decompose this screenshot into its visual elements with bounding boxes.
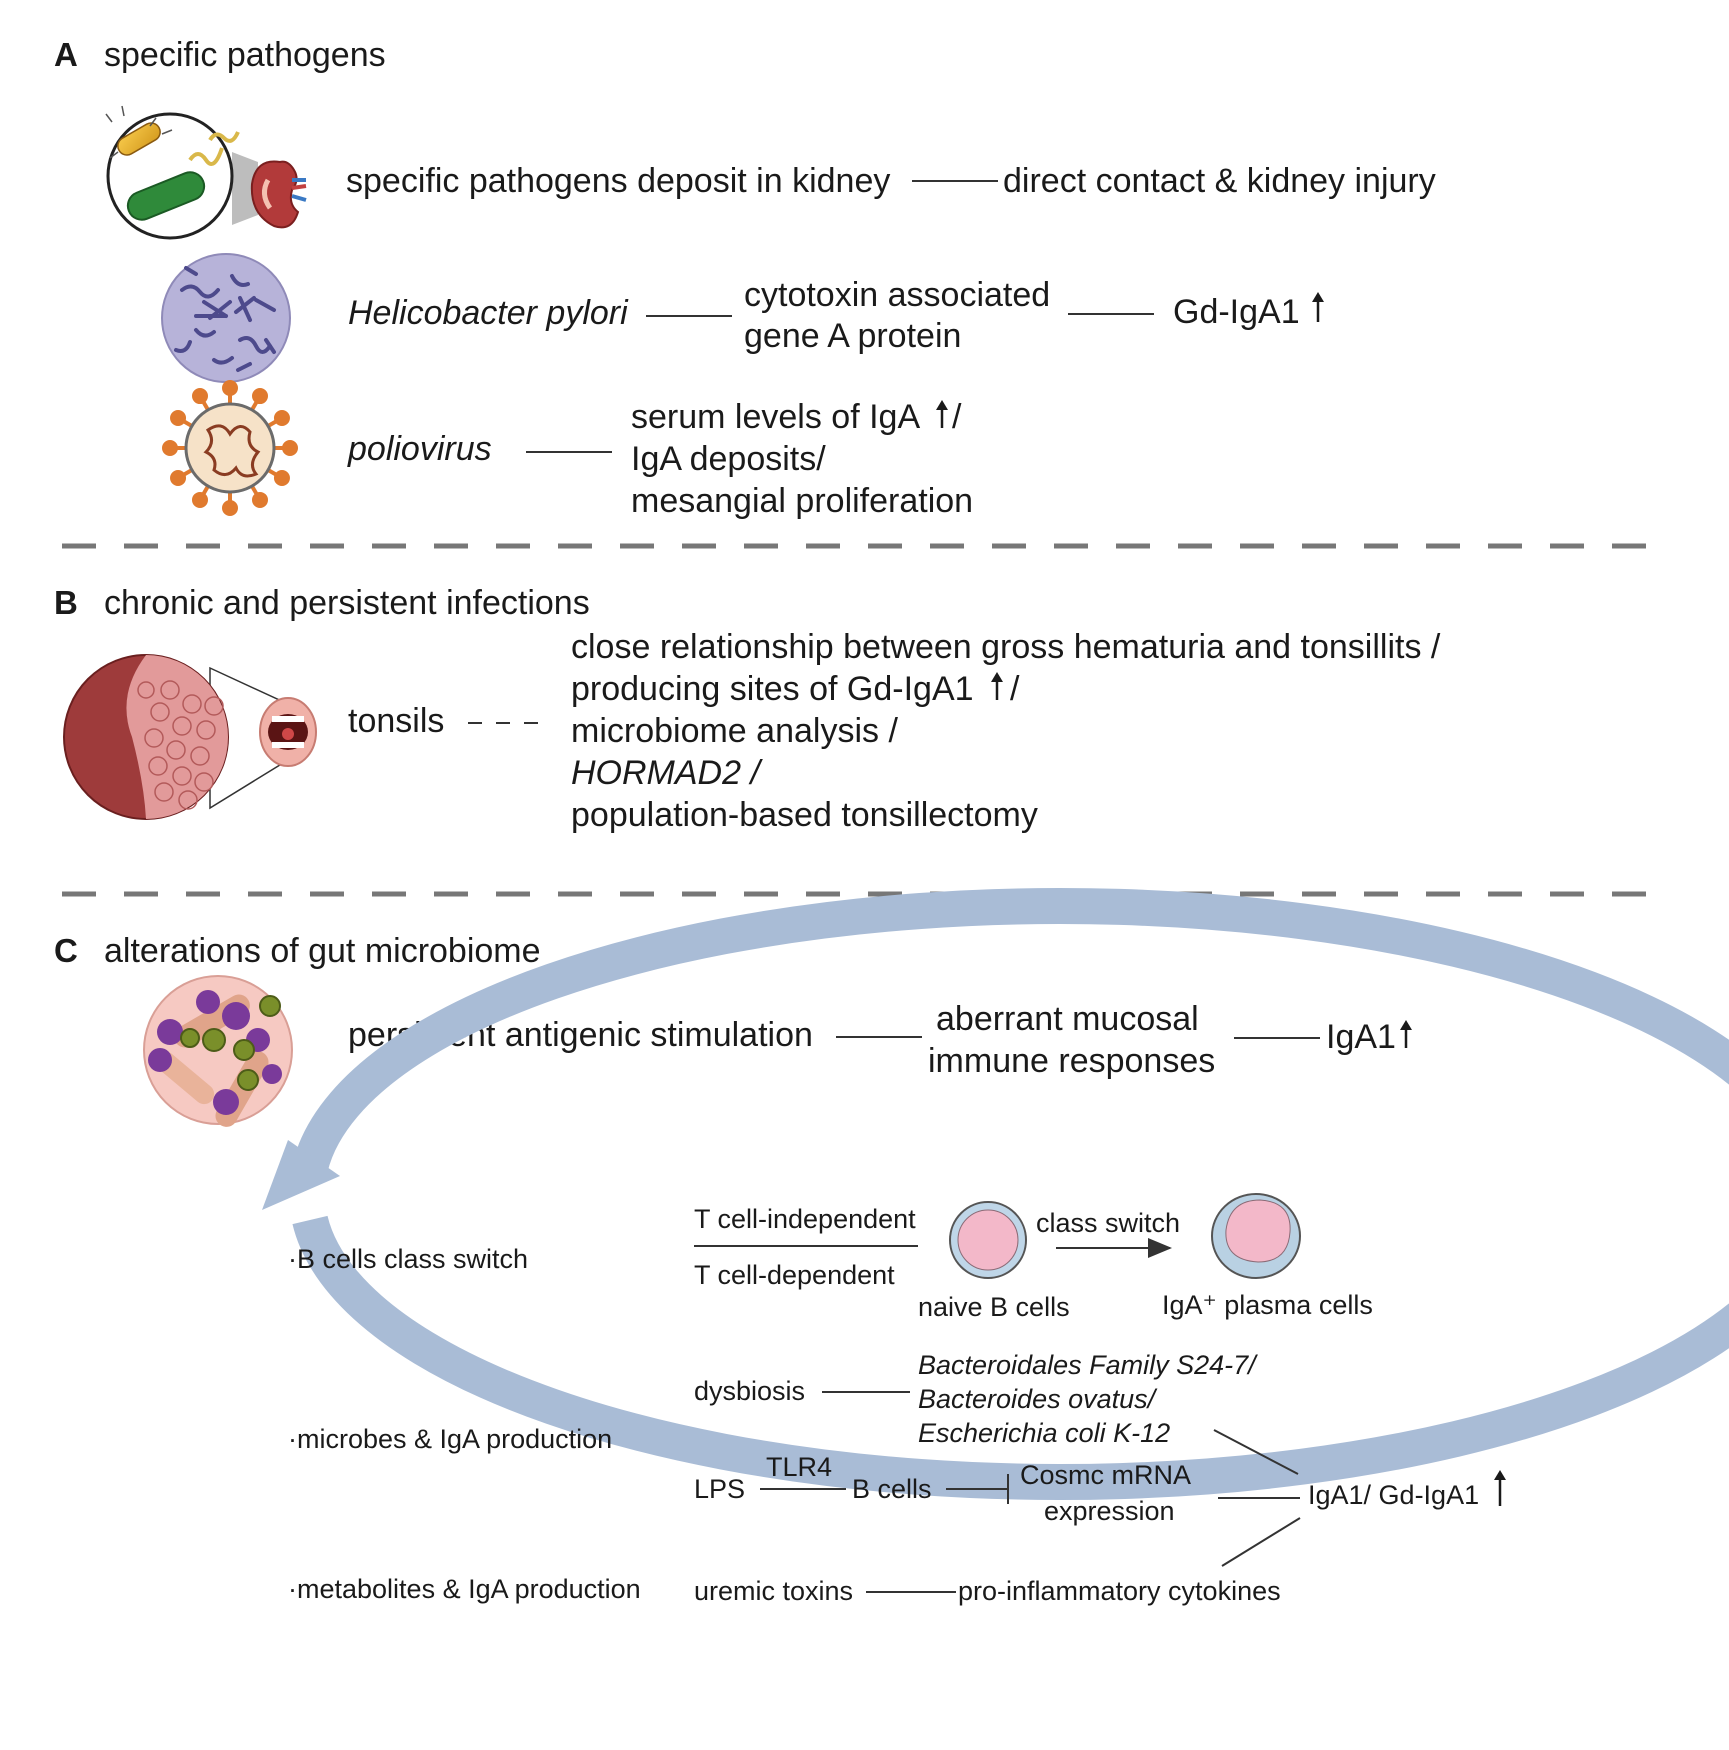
b-line3: microbiome analysis / <box>571 712 898 750</box>
b-line5: population-based tonsillectomy <box>571 796 1038 834</box>
naive-b-cell-icon <box>949 1201 1027 1279</box>
c-plasma-label: IgA⁺ plasma cells <box>1162 1290 1373 1320</box>
a-row3-r2: IgA deposits/ <box>631 440 826 478</box>
c-row1-mid1: aberrant mucosal <box>936 1000 1199 1038</box>
b-line4: HORMAD2 / <box>571 754 763 792</box>
up-arrow-icon <box>1494 1470 1506 1506</box>
a-row2-mid1: cytotoxin associated <box>744 276 1050 314</box>
c-uremic: uremic toxins <box>694 1576 853 1606</box>
c-naive-label: naive B cells <box>918 1292 1070 1322</box>
a-row1-right: direct contact & kidney injury <box>1003 162 1436 200</box>
b-left: tonsils <box>348 702 444 740</box>
inhibition-icon <box>946 1474 1009 1504</box>
c-microbes-label: ·microbes & IgA production <box>288 1424 612 1454</box>
helicobacter-icon <box>161 253 291 383</box>
section-a-title: specific pathogens <box>104 36 386 74</box>
section-b-letter: B <box>54 584 78 621</box>
c-bact1: Bacteroidales Family S24-7/ <box>918 1350 1258 1380</box>
c-bact2: Bacteroides ovatus/ <box>918 1384 1158 1414</box>
c-t-dependent: T cell-dependent <box>694 1260 895 1290</box>
section-c-title: alterations of gut microbiome <box>104 932 541 970</box>
b-line2: producing sites of Gd-IgA1 <box>571 670 974 708</box>
up-arrow-icon <box>991 672 1003 700</box>
c-t-independent: T cell-independent <box>694 1204 916 1234</box>
plasma-cell-icon <box>1211 1193 1301 1279</box>
c-lps: LPS <box>694 1474 745 1504</box>
c-row1-mid2: immune responses <box>928 1042 1215 1080</box>
a-row1-left: specific pathogens deposit in kidney <box>346 162 890 200</box>
up-arrow-icon <box>1312 292 1324 322</box>
tonsil-icon <box>63 654 317 820</box>
c-metabolites-label: ·metabolites & IgA production <box>288 1574 641 1604</box>
c-tlr4: TLR4 <box>766 1452 832 1482</box>
a-row2-mid2: gene A protein <box>744 317 961 355</box>
poliovirus-icon <box>162 380 298 516</box>
cycle-arrowhead-icon <box>262 1140 340 1210</box>
feedback-cycle-ring <box>262 888 1729 1500</box>
c-bcells: B cells <box>852 1474 932 1504</box>
a-row3-r3: mesangial proliferation <box>631 482 973 520</box>
c-bcells-label: ·B cells class switch <box>288 1244 528 1274</box>
b-line2-suffix: / <box>1010 670 1020 708</box>
c-cosmc1: Cosmc mRNA <box>1020 1460 1191 1490</box>
c-row1-right: IgA1 <box>1326 1018 1396 1056</box>
c-bact3: Escherichia coli K-12 <box>918 1418 1170 1448</box>
pathogens-kidney-icon <box>105 105 307 240</box>
c-class-switch-label: class switch <box>1036 1208 1180 1238</box>
section-c-letter: C <box>54 932 78 969</box>
c-cytokines: pro-inflammatory cytokines <box>958 1576 1281 1606</box>
a-row2-left: Helicobacter pylori <box>348 294 629 332</box>
section-b-title: chronic and persistent infections <box>104 584 590 622</box>
up-arrow-icon <box>936 400 948 428</box>
c-dysbiosis: dysbiosis <box>694 1376 805 1406</box>
b-line1: close relationship between gross hematur… <box>571 628 1441 666</box>
c-cosmc2: expression <box>1044 1496 1175 1526</box>
section-a-letter: A <box>54 36 78 73</box>
gut-microbiome-icon <box>143 975 293 1127</box>
connector-line <box>1221 1517 1301 1567</box>
up-arrow-icon <box>1400 1020 1412 1048</box>
a-row3-left: poliovirus <box>347 430 492 468</box>
a-row3-r1: serum levels of IgA <box>631 398 920 436</box>
connector-line <box>1213 1429 1299 1475</box>
c-iga-out: IgA1/ Gd-IgA1 <box>1308 1480 1479 1510</box>
a-row2-right: Gd-IgA1 <box>1173 293 1300 331</box>
a-row3-r1-suffix: / <box>952 398 962 436</box>
